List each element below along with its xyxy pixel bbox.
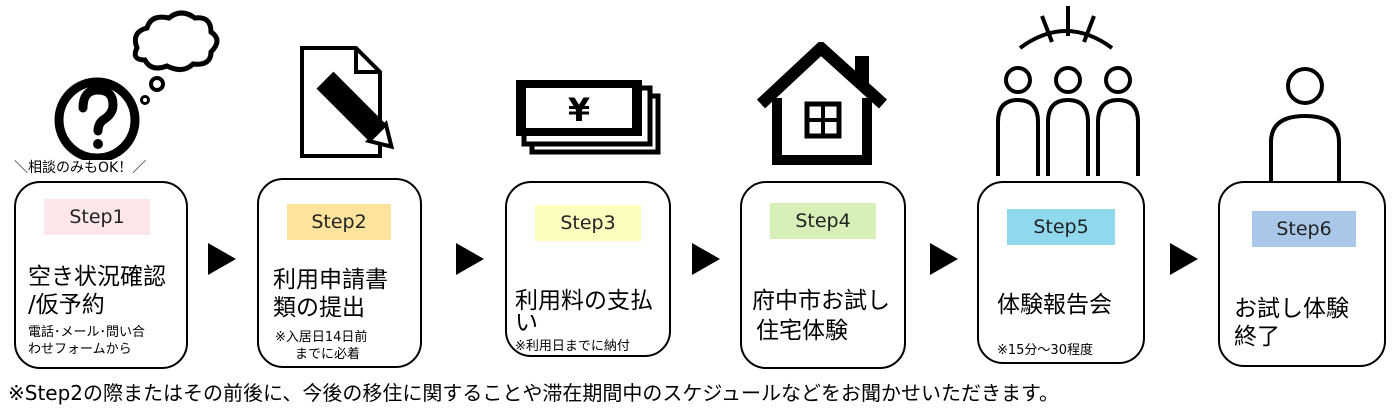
- flow-arrow-1: [208, 243, 236, 275]
- step-sub-2-line1: ※入居日14日前: [275, 330, 368, 345]
- flow-arrow-3: [692, 243, 720, 275]
- document-pen-icon: [300, 46, 395, 158]
- group-people-icon: [996, 6, 1140, 176]
- step-tag-1: Step1: [44, 199, 150, 235]
- step-title-1-line1: 空き状況確認: [28, 264, 166, 290]
- step-card-4: Step4 府中市お試し 住宅体験: [740, 181, 906, 369]
- step-sub-2-line2: までに必着: [295, 347, 361, 362]
- step-tag-3: Step3: [535, 205, 641, 241]
- svg-text:¥: ¥: [568, 91, 590, 129]
- step-title-3-line2: い: [515, 310, 538, 336]
- step-sub-1-line2: わせフォームから: [28, 342, 132, 357]
- step-tag-6: Step6: [1252, 211, 1356, 247]
- yen-bills-icon: ¥: [516, 80, 661, 155]
- flow-arrow-2: [456, 243, 484, 275]
- consult-note: ＼相談のみもOK！／: [14, 160, 147, 176]
- step-title-4-line2: 住宅体験: [756, 318, 848, 344]
- step-title-2-line1: 利用申請書: [273, 267, 388, 293]
- step-title-4-line1: 府中市お試し: [752, 288, 890, 314]
- house-icon: [756, 42, 888, 165]
- step-title-6-line1: お試し体験: [1234, 296, 1349, 322]
- step-title-2-line2: 類の提出: [273, 295, 365, 321]
- step-card-1: Step1 空き状況確認 /仮予約 電話･メール･問い合 わせフォームから: [14, 181, 188, 369]
- step-card-6: Step6 お試し体験 終了: [1218, 181, 1386, 367]
- step-tag-5: Step5: [1007, 209, 1115, 245]
- step-title-6-line2: 終了: [1234, 324, 1280, 350]
- question-thought-icon: [54, 10, 220, 160]
- step-sub-3-line1: ※利用日までに納付: [515, 339, 630, 354]
- flow-arrow-4: [930, 243, 958, 275]
- step-card-3: Step3 利用料の支払 い ※利用日までに納付: [505, 181, 671, 357]
- footnote: ※Step2の際またはその前後に、今後の移住に関することや滞在期間中のスケジュー…: [8, 381, 1060, 405]
- step-title-1-line2: /仮予約: [28, 292, 105, 318]
- step-title-3-line1: 利用料の支払: [515, 288, 653, 314]
- step-title-5-line1: 体験報告会: [997, 292, 1112, 318]
- step-sub-5-line1: ※15分～30程度: [997, 343, 1093, 358]
- step-sub-1-line1: 電話･メール･問い合: [28, 325, 146, 340]
- flow-arrow-5: [1170, 243, 1198, 275]
- step-tag-2: Step2: [287, 204, 391, 240]
- step-card-2: Step2 利用申請書 類の提出 ※入居日14日前 までに必着: [257, 178, 422, 368]
- step-card-5: Step5 体験報告会 ※15分～30程度: [977, 181, 1145, 364]
- step-tag-4: Step4: [770, 203, 876, 239]
- person-icon: [1269, 67, 1341, 182]
